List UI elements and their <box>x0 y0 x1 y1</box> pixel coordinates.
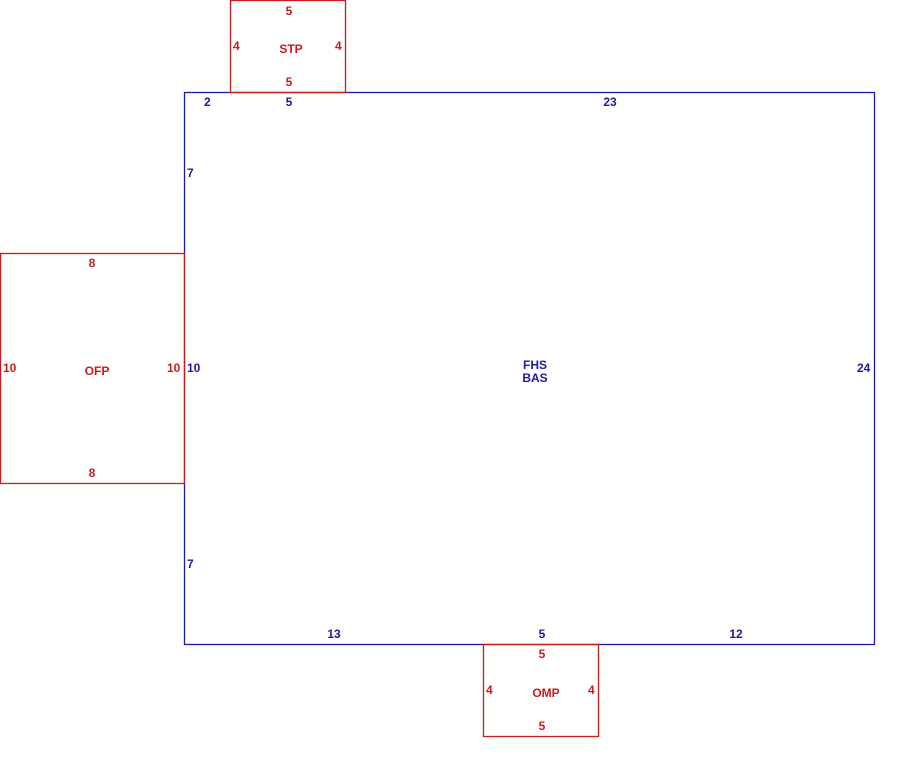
stp-dim-top: 5 <box>285 4 293 18</box>
main-dim-bottom-right: 12 <box>729 627 743 641</box>
omp-dim-top: 5 <box>538 647 546 661</box>
main-area-label-line1: FHS <box>523 358 547 372</box>
ofp-dim-left: 10 <box>3 361 17 375</box>
main-dim-left-lower: 7 <box>187 557 194 571</box>
main-dim-right: 24 <box>857 361 871 375</box>
ofp-label: OFP <box>84 364 110 378</box>
main-area-label-line2: BAS <box>522 371 548 385</box>
omp-dim-left: 4 <box>486 683 493 697</box>
omp-outline <box>482 643 600 738</box>
ofp-dim-top: 8 <box>88 256 96 270</box>
ofp-dim-bottom: 8 <box>88 466 96 480</box>
main-dim-top-left: 2 <box>204 95 211 109</box>
ofp-dim-right: 10 <box>167 361 181 375</box>
stp-dim-right: 4 <box>335 39 342 53</box>
main-dim-bottom-mid: 5 <box>538 627 546 641</box>
ofp-outline <box>0 252 186 485</box>
main-area-label: FHS BAS <box>522 359 547 385</box>
stp-dim-left: 4 <box>233 39 240 53</box>
omp-label: OMP <box>532 686 560 700</box>
stp-dim-bottom: 5 <box>285 75 293 89</box>
omp-dim-right: 4 <box>588 683 595 697</box>
stp-outline <box>229 0 347 94</box>
main-dim-top-mid: 5 <box>285 95 293 109</box>
stp-label: STP <box>279 42 303 56</box>
main-dim-left-mid: 10 <box>187 361 201 375</box>
omp-dim-bottom: 5 <box>538 719 546 733</box>
main-dim-left-upper: 7 <box>187 166 194 180</box>
main-dim-top-right: 23 <box>603 95 617 109</box>
main-dim-bottom-left: 13 <box>327 627 341 641</box>
